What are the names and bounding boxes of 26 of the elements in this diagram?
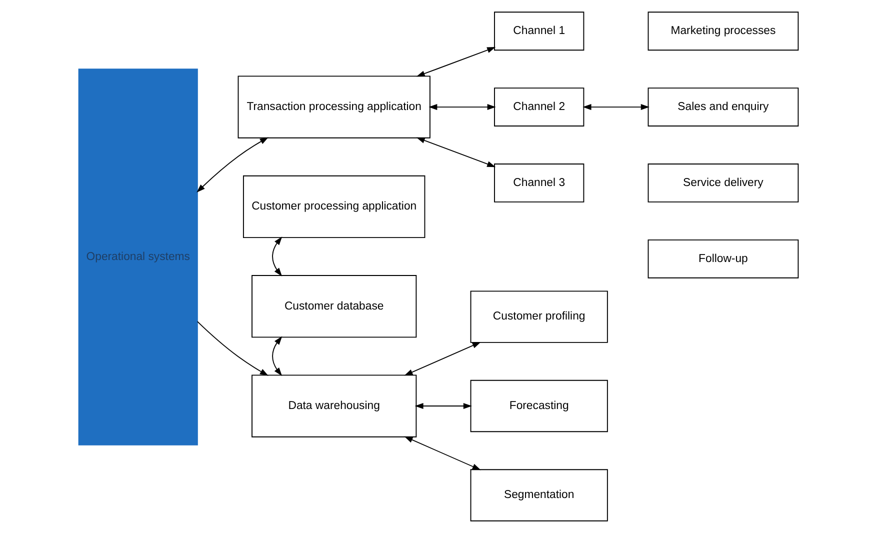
arrow: [428, 104, 496, 110]
node-box: Marketing processes: [648, 12, 799, 51]
arrow: [272, 236, 282, 276]
node-box: Customer profiling: [470, 290, 608, 343]
arrow: [416, 47, 496, 77]
node-box: Operational systems: [78, 68, 198, 446]
node-box: Channel 1: [494, 12, 584, 51]
node-box: Channel 3: [494, 164, 584, 202]
node-box: Sales and enquiry: [648, 88, 799, 126]
arrow: [404, 436, 481, 470]
node-box: Segmentation: [470, 469, 608, 522]
arrow: [196, 137, 268, 193]
node-box: Forecasting: [470, 380, 608, 432]
arrow: [272, 336, 282, 376]
node-box: Customer processing application: [243, 175, 426, 238]
arrow: [582, 104, 650, 110]
node-box: Follow-up: [648, 239, 799, 278]
node-box: Transaction processing application: [238, 76, 430, 138]
arrow: [404, 342, 481, 376]
arrow: [196, 321, 268, 376]
node-box: Data warehousing: [252, 374, 417, 438]
arrow: [414, 403, 472, 409]
arrow: [416, 137, 496, 168]
node-box: Service delivery: [648, 164, 799, 202]
node-box: Channel 2: [494, 88, 584, 126]
node-box: Customer database: [252, 275, 417, 338]
